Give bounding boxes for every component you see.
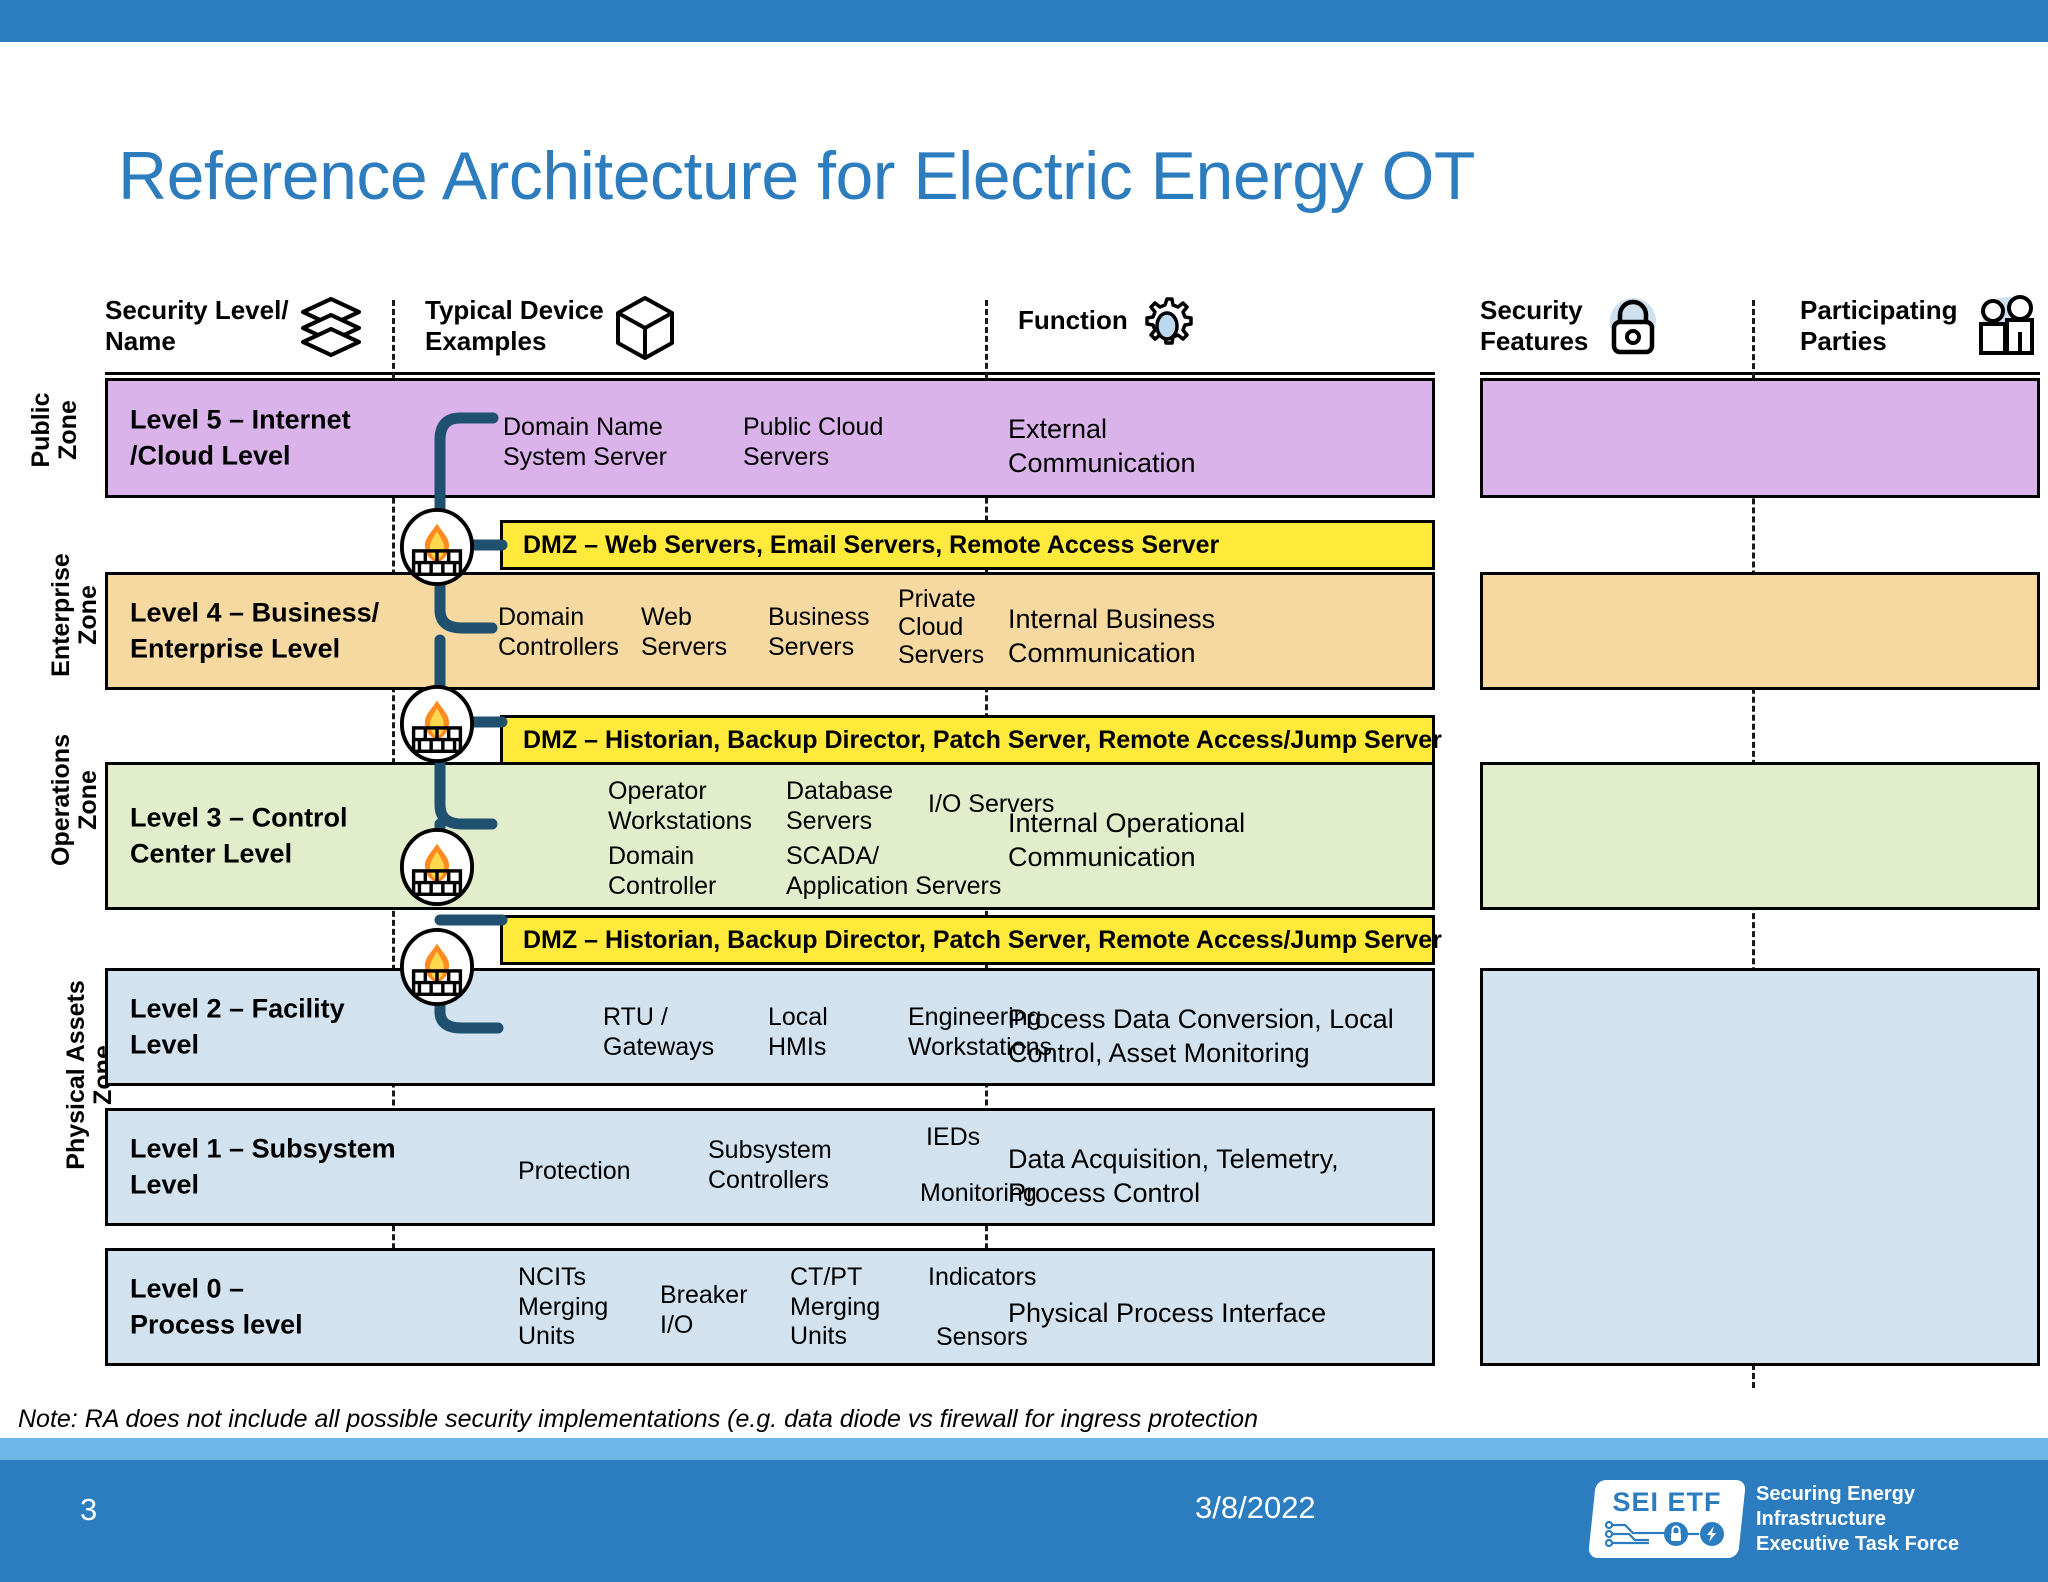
firewall-icon-2[interactable] [398,685,476,763]
column-header-security-features: Security Features [1480,295,1662,357]
right-panel-operations-zone[interactable] [1480,762,2040,910]
device-item: Breaker I/O [660,1281,748,1339]
dmz-label: DMZ – Historian, Backup Director, Patch … [523,725,1442,754]
device-item: NCITs Merging Units [518,1263,609,1350]
level-row-level-0[interactable]: Level 0 – Process level NCITs Merging Un… [105,1248,1435,1366]
column-header-label: Security Level/ Name [105,295,289,357]
level-name-label: Level 5 – Internet /Cloud Level [130,404,351,471]
function-text: Internal Business Communication [1008,604,1216,668]
device-item: Local HMIs [768,1003,828,1061]
function-text: Data Acquisition, Telemetry, Process Con… [1008,1144,1339,1208]
lock-icon [1610,298,1657,355]
slide-number: 3 [80,1492,98,1527]
page-title: Reference Architecture for Electric Ener… [118,138,1475,214]
column-header-typical-device-examples: Typical Device Examples [425,295,755,361]
device-item: SCADA/ Application Servers [786,842,1002,900]
bottom-accent-bar-light [0,1438,2048,1460]
firewall-icon-1[interactable] [398,508,476,586]
function-text: Process Data Conversion, Local Control, … [1008,1004,1394,1068]
device-item: Subsystem Controllers [708,1136,832,1194]
level-row-level-3[interactable]: Level 3 – Control Center Level Operator … [105,762,1435,910]
level-name-label: Level 0 – Process level [130,1273,303,1340]
device-item: RTU / Gateways [603,1003,715,1061]
device-item: Web Servers [641,603,728,661]
level-row-level-1[interactable]: Level 1 – Subsystem Level Protection Sub… [105,1108,1435,1226]
level-row-level-5[interactable]: Level 5 – Internet /Cloud Level Domain N… [105,378,1435,498]
sei-etf-logo: SEI ETF [1587,1480,1960,1558]
function-text: Internal Operational Communication [1008,808,1246,872]
device-item: CT/PT Merging Units [790,1263,881,1350]
level-name-label: Level 2 – Facility Level [130,993,345,1060]
column-header-participating-parties: Participating Parties [1800,295,2039,357]
right-panel-physical-assets-zone[interactable] [1480,968,2040,1366]
device-item: Operator Workstations [608,777,753,835]
function-text: External Communication [1008,414,1196,478]
layers-icon [300,297,361,357]
function-text: Physical Process Interface [1008,1298,1327,1328]
level-name-label: Level 1 – Subsystem Level [130,1133,396,1200]
column-header-function: Function [1018,297,1196,355]
device-item: Protection [518,1157,631,1185]
column-header-label: Typical Device Examples [425,295,604,357]
zone-label-enterprise: Enterprise Zone [46,553,103,677]
device-item: Engineering Workstations [908,1003,1053,1061]
level-name-label: Level 3 – Control Center Level [130,802,348,869]
column-header-label: Security Features [1480,295,1589,357]
dmz-label: DMZ – Historian, Backup Director, Patch … [523,925,1442,954]
gear-icon [1145,297,1193,345]
circuit-icon [1604,1520,1724,1548]
zone-label-public: Public Zone [26,392,83,468]
device-item: Public Cloud Servers [743,413,884,471]
slide-date: 3/8/2022 [1195,1490,1316,1525]
device-item: Database Servers [786,777,894,835]
device-item: Sensors [936,1323,1028,1351]
device-item: Monitoring [920,1179,1037,1207]
logo-mark-text: SEI ETF [1612,1487,1722,1517]
device-item: Business Servers [768,603,870,661]
column-header-label: Function [1018,305,1128,335]
level-row-level-4[interactable]: Level 4 – Business/ Enterprise Level Dom… [105,572,1435,690]
device-item: Private Cloud Servers [898,585,985,669]
column-header-label: Participating Parties [1800,295,1958,357]
header-rule-right [1480,372,2040,375]
zone-label-operations: Operations Zone [46,734,103,866]
column-header-security-level-name: Security Level/ Name [105,295,395,357]
footnote: Note: RA does not include all possible s… [18,1405,1258,1433]
device-item: Domain Controllers [498,603,619,661]
top-accent-bar [0,0,2048,42]
logo-organization-name: Securing Energy Infrastructure Executive… [1756,1482,1960,1555]
right-panel-enterprise-zone[interactable] [1480,572,2040,690]
right-panel-public-zone[interactable] [1480,378,2040,498]
firewall-icon-3[interactable] [398,828,476,906]
dmz-bar-2[interactable]: DMZ – Historian, Backup Director, Patch … [500,715,1442,765]
device-item: Indicators [928,1263,1037,1291]
device-item: IEDs [926,1123,981,1151]
header-rule-left [105,372,1435,375]
cube-icon [615,296,674,360]
firewall-icon-4[interactable] [398,928,476,1006]
logo-badge: SEI ETF [1587,1480,1747,1558]
level-name-label: Level 4 – Business/ Enterprise Level [130,597,380,664]
dmz-bar-1[interactable]: DMZ – Web Servers, Email Servers, Remote… [500,520,1435,570]
device-item: Domain Controller [608,842,717,900]
dmz-bar-3[interactable]: DMZ – Historian, Backup Director, Patch … [500,915,1442,965]
device-item: Domain Name System Server [503,413,667,471]
dmz-label: DMZ – Web Servers, Email Servers, Remote… [523,530,1220,559]
people-icon [1979,295,2035,355]
level-row-level-2[interactable]: Level 2 – Facility Level RTU / Gateways … [105,968,1435,1086]
device-item: I/O Servers [928,790,1055,818]
